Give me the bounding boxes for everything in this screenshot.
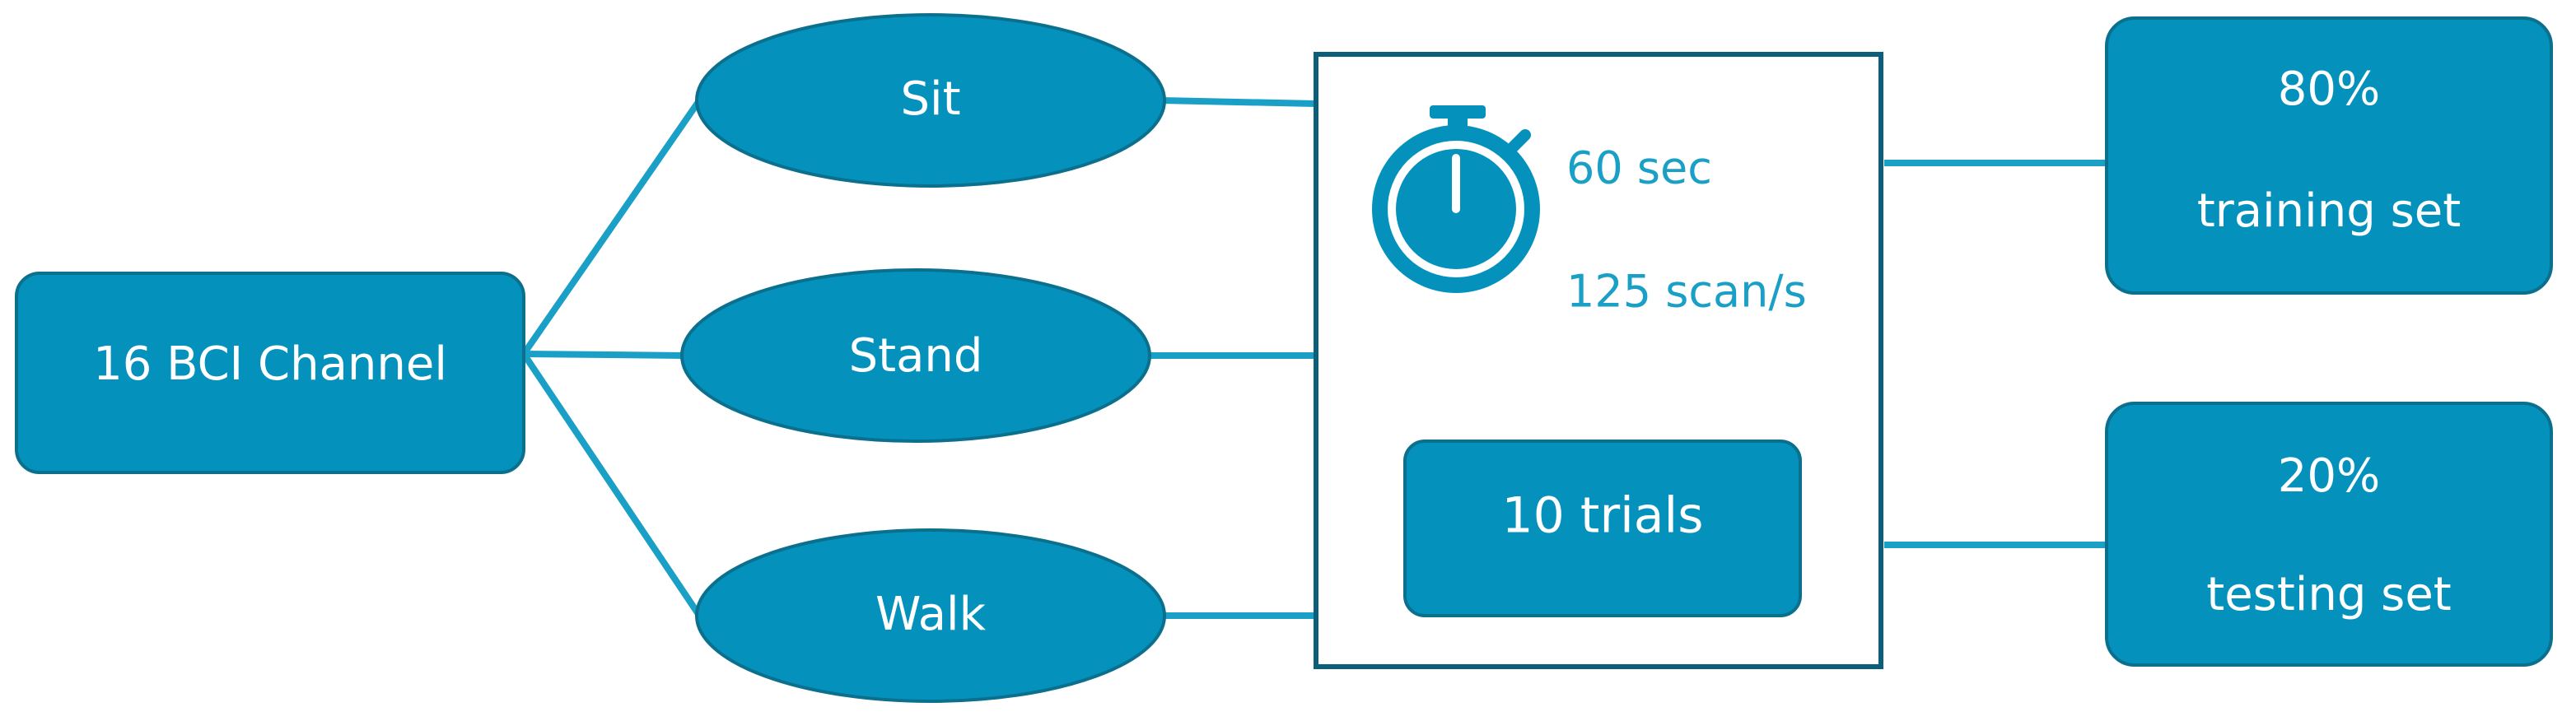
testing-percent: 20% <box>2278 449 2380 503</box>
stopwatch-icon <box>1372 105 1540 293</box>
activity-label-sit: Sit <box>900 72 960 126</box>
source-node-label: 16 BCI Channel <box>93 337 447 391</box>
activity-node-sit: Sit <box>695 13 1166 188</box>
testing-label: testing set <box>2206 568 2452 621</box>
activity-node-walk: Walk <box>695 528 1166 703</box>
training-set-node: 80% training set <box>2105 16 2553 295</box>
recording-panel: 60 sec 125 scan/s 10 trials <box>1314 52 1883 669</box>
trials-box: 10 trials <box>1403 440 1802 617</box>
connector-sit-panel <box>1160 97 1317 107</box>
connector-source-walk <box>520 351 705 621</box>
testing-set-node: 20% testing set <box>2105 402 2553 667</box>
training-label: training set <box>2197 184 2461 238</box>
scan-rate-value: 125 scan/s <box>1566 266 1807 318</box>
connectors <box>520 95 2107 621</box>
activity-node-stand: Stand <box>680 268 1151 443</box>
activity-label-walk: Walk <box>875 588 987 641</box>
activity-label-stand: Stand <box>849 329 983 383</box>
connector-source-stand <box>523 351 684 359</box>
connector-source-sit <box>520 95 705 356</box>
trials-label: 10 trials <box>1502 487 1704 545</box>
source-node: 16 BCI Channel <box>15 272 525 474</box>
training-percent: 80% <box>2278 63 2380 116</box>
duration-value: 60 sec <box>1566 142 1712 194</box>
